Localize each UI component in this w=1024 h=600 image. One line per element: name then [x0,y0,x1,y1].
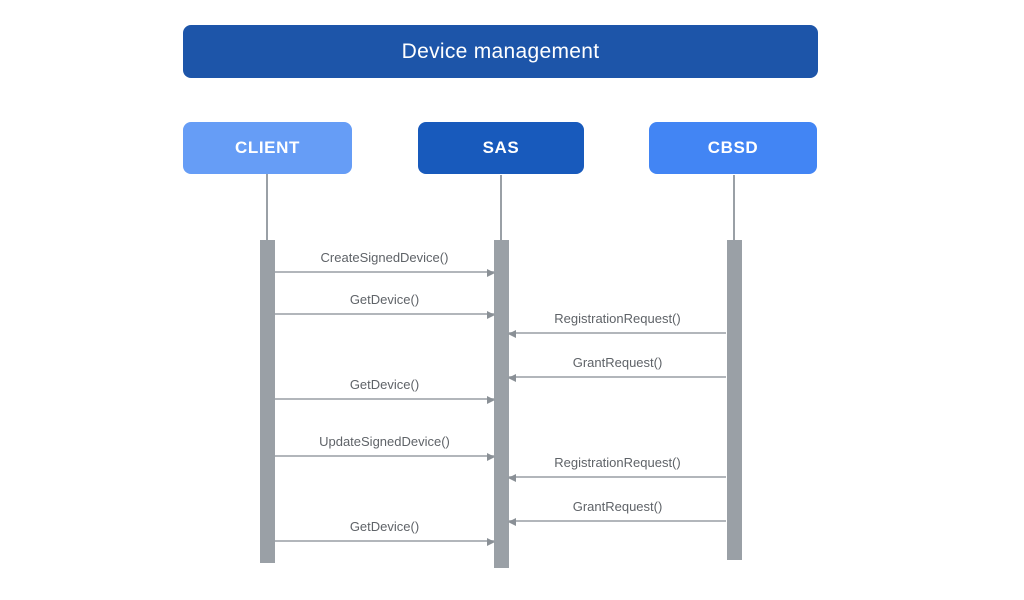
arrowhead-left-icon [508,473,516,482]
message-label: GetDevice() [349,377,420,392]
lifeline-sas [500,175,502,240]
activation-bar-cbsd [727,240,742,560]
message-grant-request-1: GrantRequest() [508,354,726,382]
message-arrow-line [275,540,494,542]
arrowhead-left-icon [508,517,516,526]
arrowhead-right-icon [487,268,495,277]
message-label: RegistrationRequest() [554,455,681,470]
message-registration-request-2: RegistrationRequest() [508,454,726,482]
message-label: CreateSignedDevice() [320,250,449,265]
activation-bar-client [260,240,275,563]
message-arrow-line [275,455,494,457]
message-arrow-line [275,271,494,273]
message-label: GrantRequest() [572,499,663,514]
message-arrow-line [509,520,726,522]
message-arrow-line [509,376,726,378]
message-arrow-line [275,398,494,400]
actor-sas-label: SAS [482,138,520,157]
message-arrow-line [275,313,494,315]
diagram-title: Device management [401,39,600,63]
arrowhead-right-icon [487,537,495,546]
message-get-device-3: GetDevice() [275,518,495,546]
arrowhead-right-icon [487,310,495,319]
actor-cbsd-label: CBSD [707,138,759,157]
actor-cbsd: CBSD [649,122,817,174]
arrowhead-left-icon [508,373,516,382]
message-arrow-line [509,332,726,334]
lifeline-client [266,174,268,240]
message-get-device-1: GetDevice() [275,291,495,319]
activation-bar-sas [494,240,509,568]
message-label: GetDevice() [349,292,420,307]
message-create-signed-device: CreateSignedDevice() [275,249,495,277]
message-label: RegistrationRequest() [554,311,681,326]
actor-sas: SAS [418,122,584,174]
arrowhead-right-icon [487,452,495,461]
message-arrow-line [509,476,726,478]
message-update-signed-device: UpdateSignedDevice() [275,433,495,461]
diagram-title-bar: Device management [183,25,818,78]
message-label: UpdateSignedDevice() [319,434,450,449]
message-registration-request-1: RegistrationRequest() [508,310,726,338]
lifeline-cbsd [733,175,735,240]
arrowhead-right-icon [487,395,495,404]
actor-client: CLIENT [183,122,352,174]
message-grant-request-2: GrantRequest() [508,498,726,526]
message-get-device-2: GetDevice() [275,376,495,404]
message-label: GetDevice() [349,519,420,534]
actor-client-label: CLIENT [235,138,300,157]
arrowhead-left-icon [508,329,516,338]
message-label: GrantRequest() [572,355,663,370]
